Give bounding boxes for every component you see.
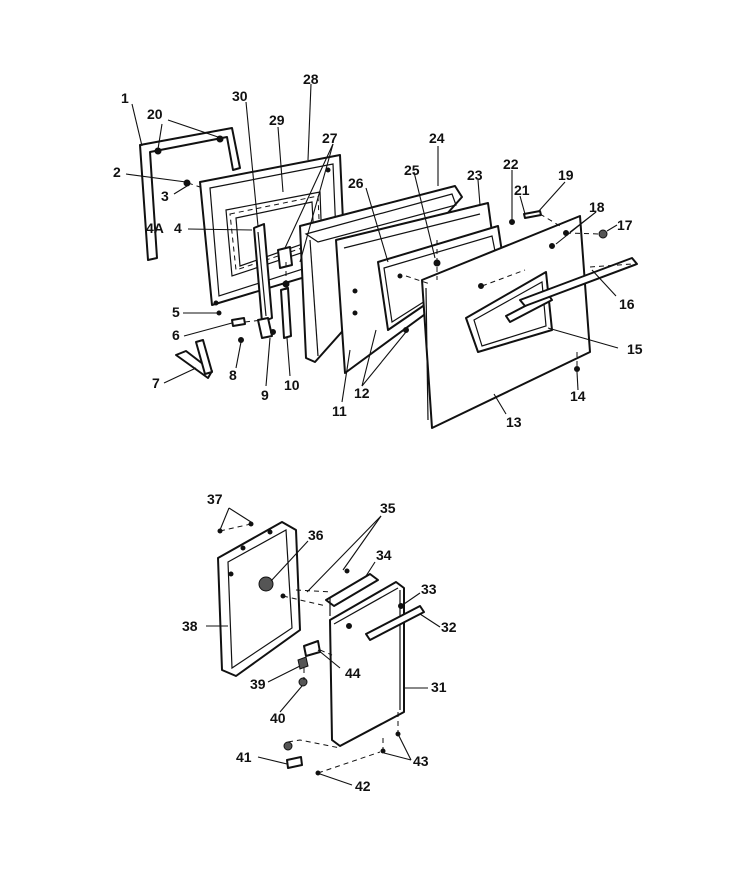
- hinge-arm-and-spring: [257, 280, 292, 339]
- callout-label: 13: [506, 414, 522, 430]
- callout-label: 19: [558, 167, 574, 183]
- callout-label: 4A: [146, 220, 164, 236]
- callout-label: 39: [250, 676, 266, 692]
- callout-label: 17: [617, 217, 633, 233]
- callout-label: 34: [376, 547, 392, 563]
- outer-door-panel: [421, 215, 591, 429]
- callout-label: 23: [467, 167, 483, 183]
- callout-label: 26: [348, 175, 364, 191]
- callout-label: 41: [236, 749, 252, 765]
- hardware-fasteners: [183, 179, 608, 372]
- alignment-lines-upper: [187, 182, 633, 370]
- callout-labels-upper: 1 20 30 28 29 27 24 2 3 25 22 21 19 26 2…: [113, 71, 643, 430]
- hinge-lever: [175, 339, 213, 379]
- callout-label: 21: [514, 182, 530, 198]
- drawer-hardware: [217, 521, 401, 776]
- callout-label: 40: [270, 710, 286, 726]
- callout-label: 29: [269, 112, 285, 128]
- callout-label: 32: [441, 619, 457, 635]
- callout-label: 31: [431, 679, 447, 695]
- callout-label: 36: [308, 527, 324, 543]
- callout-label: 10: [284, 377, 300, 393]
- callout-label: 44: [345, 665, 361, 681]
- callout-label: 42: [355, 778, 371, 794]
- callout-label: 11: [332, 403, 347, 419]
- callout-label: 3: [161, 188, 169, 204]
- callout-label: 15: [627, 341, 643, 357]
- callout-label: 16: [619, 296, 635, 312]
- callout-label: 12: [354, 385, 370, 401]
- callout-label: 20: [147, 106, 163, 122]
- callout-label: 2: [113, 164, 121, 180]
- door-handle: [519, 257, 638, 307]
- callout-label: 38: [182, 618, 198, 634]
- drawer-handle: [365, 605, 425, 641]
- callout-label: 1: [121, 90, 129, 106]
- callout-label: 37: [207, 491, 223, 507]
- callout-label: 9: [261, 387, 269, 403]
- callout-label: 28: [303, 71, 319, 87]
- alignment-lines-lower: [219, 523, 399, 774]
- callout-label: 35: [380, 500, 396, 516]
- drawer-top-rail: [325, 568, 379, 616]
- leader-lines-upper: [125, 83, 619, 415]
- callout-label: 6: [172, 327, 180, 343]
- callout-label: 7: [152, 375, 160, 391]
- callout-label: 30: [232, 88, 248, 104]
- drawer-front-panel: [329, 581, 405, 747]
- callout-label: 22: [503, 156, 519, 172]
- callout-label: 4: [174, 220, 182, 236]
- leader-lines-lower: [206, 507, 441, 786]
- callout-label: 18: [589, 199, 605, 215]
- callout-label: 25: [404, 162, 420, 178]
- hinge-channel: [253, 223, 293, 323]
- callout-label: 33: [421, 581, 437, 597]
- callout-labels-lower: 37 35 36 34 33 38 32 44 31 39 40 43 41 4…: [182, 491, 457, 794]
- callout-label: 43: [413, 753, 429, 769]
- callout-label: 5: [172, 304, 180, 320]
- callout-label: 27: [322, 130, 338, 146]
- callout-label: 8: [229, 367, 237, 383]
- callout-label: 24: [429, 130, 445, 146]
- door-trim-frame: [139, 127, 241, 261]
- drawer-back-panel: [217, 521, 301, 677]
- callout-label: 14: [570, 388, 586, 404]
